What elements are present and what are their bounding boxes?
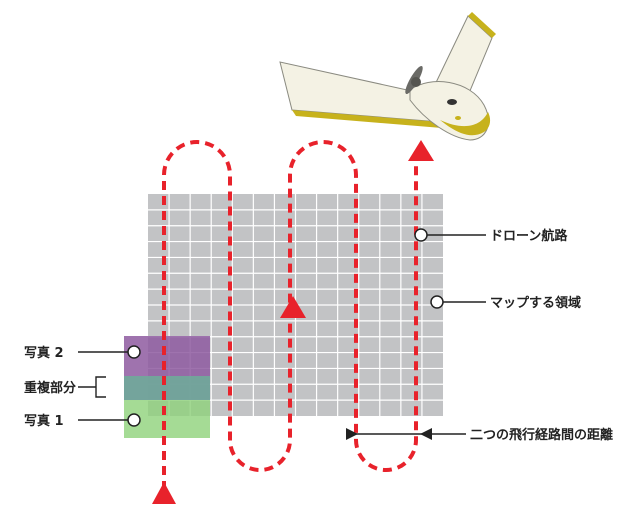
flight-path-spacing-label: 二つの飛行経路間の距離 [470, 427, 613, 443]
overlap-area [124, 376, 210, 400]
callout-dot-icon [127, 345, 141, 359]
dimension-arrow-icon [420, 428, 432, 440]
mapped-area-label: マップする領域 [490, 295, 581, 311]
photo-2-label: 写真 2 [24, 345, 64, 361]
direction-arrow-icon [408, 140, 434, 161]
fixed-wing-drone-icon [279, 12, 496, 141]
grid-lines [148, 194, 443, 416]
flight-path-spacing-dimension [346, 428, 466, 440]
direction-arrow-icon [152, 482, 176, 504]
drone-route-path [162, 140, 418, 490]
dimension-arrow-icon [346, 428, 358, 440]
photo-footprints [124, 336, 210, 438]
overlap-label: 重複部分 [24, 380, 76, 396]
drone-route-label: ドローン航路 [490, 228, 568, 244]
bracket-icon [95, 376, 106, 398]
direction-arrow-icon [280, 296, 306, 318]
callout-dot-icon [414, 228, 428, 242]
callout-dot-icon [127, 413, 141, 427]
callout-dot-icon [430, 295, 444, 309]
photo-1-label: 写真 1 [24, 413, 64, 429]
